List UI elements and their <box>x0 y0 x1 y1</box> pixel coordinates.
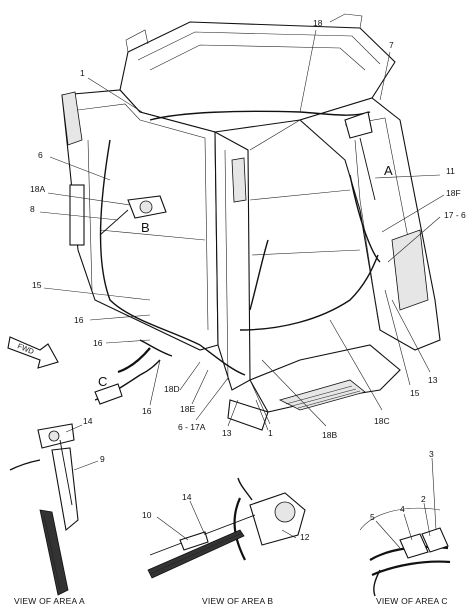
leader-lines <box>39 29 445 431</box>
callout-7: 7 <box>389 40 394 50</box>
view-area-c-drawing <box>359 457 451 597</box>
callout-15-right: 15 <box>410 388 420 398</box>
callout-10: 10 <box>142 510 152 520</box>
callout-6-17a: 6 - 17A <box>178 422 206 432</box>
callout-16-b: 16 <box>93 338 103 348</box>
callout-14-area-a: 14 <box>83 416 93 426</box>
callout-12: 12 <box>300 532 310 542</box>
connector-c <box>94 383 123 405</box>
caption-view-area-c: VIEW OF AREA C <box>376 596 448 606</box>
cab-door-pillar <box>214 131 251 391</box>
callout-16-a: 16 <box>74 315 84 325</box>
callout-15-left: 15 <box>32 280 42 290</box>
callout-18d: 18D <box>164 384 180 394</box>
callout-13-bottom: 13 <box>222 428 232 438</box>
callout-3: 3 <box>429 449 434 459</box>
callout-6: 6 <box>38 150 43 160</box>
cab-front-frame <box>249 97 441 351</box>
callout-18e: 18E <box>180 404 195 414</box>
callout-2: 2 <box>421 494 426 504</box>
wiper-motor-b <box>99 195 167 236</box>
callout-1-bottom: 1 <box>268 428 273 438</box>
cab-rear-frame <box>61 89 219 351</box>
callout-18f: 18F <box>446 188 461 198</box>
callout-labels: 1 18 7 6 18A 8 B A 11 18F 17 - 6 15 16 1… <box>16 18 466 542</box>
caption-view-area-b: VIEW OF AREA B <box>202 596 274 606</box>
callout-11: 11 <box>446 166 455 176</box>
cab-floor <box>227 344 401 431</box>
callout-18b: 18B <box>322 430 337 440</box>
callout-area-c: C <box>98 374 107 389</box>
callout-8: 8 <box>30 204 35 214</box>
view-area-a-drawing <box>9 423 99 596</box>
callout-area-a: A <box>384 163 393 178</box>
callout-18a: 18A <box>30 184 45 194</box>
callout-18c: 18C <box>374 416 390 426</box>
wiper-motor-a <box>344 111 376 201</box>
callout-9: 9 <box>100 454 105 464</box>
callout-18: 18 <box>313 18 323 28</box>
callout-5: 5 <box>370 512 375 522</box>
callout-1-top: 1 <box>80 68 85 78</box>
callout-4: 4 <box>400 504 405 514</box>
callout-13-right: 13 <box>428 375 438 385</box>
callout-16-c: 16 <box>142 406 152 416</box>
view-area-b-drawing <box>147 477 306 579</box>
forward-arrow-icon <box>7 336 59 369</box>
callout-area-b: B <box>141 220 150 235</box>
callout-14-area-b: 14 <box>182 492 192 502</box>
callout-17-6: 17 - 6 <box>444 210 466 220</box>
caption-view-area-a: VIEW OF AREA A <box>14 596 85 606</box>
